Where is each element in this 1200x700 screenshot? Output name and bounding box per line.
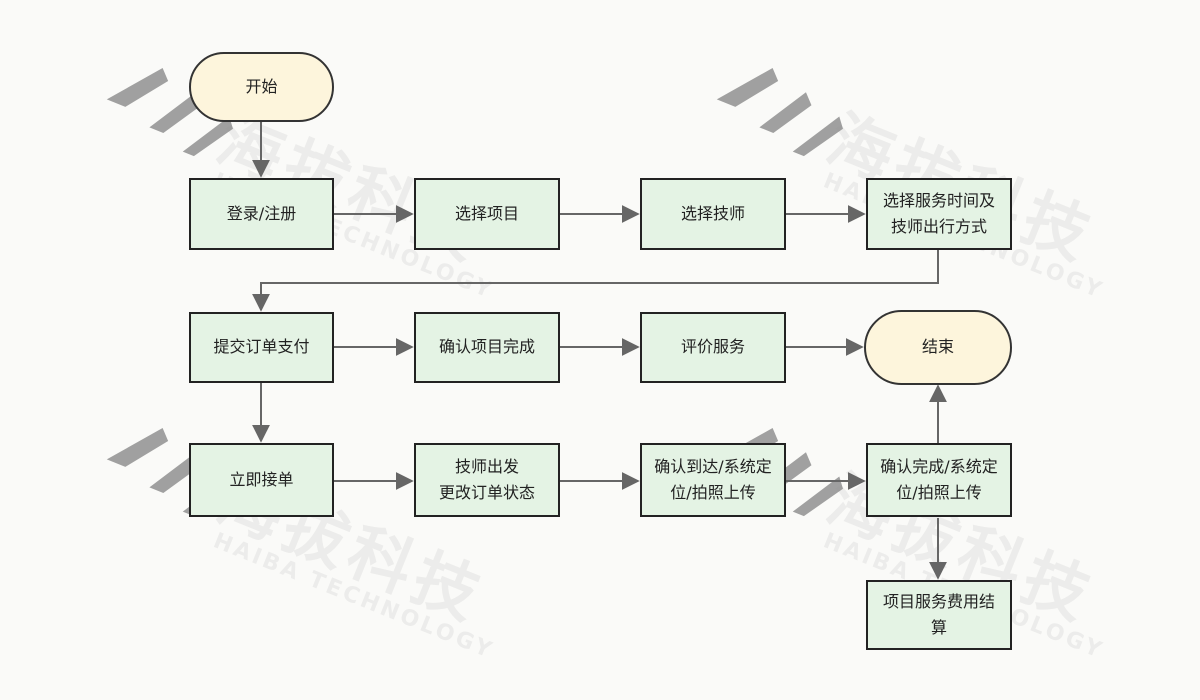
node-accept: 立即接单 bbox=[189, 443, 334, 517]
node-start-label: 开始 bbox=[245, 76, 278, 96]
edge-select-time-submit-pay bbox=[252, 250, 939, 312]
node-select-tech: 选择技师 bbox=[640, 178, 786, 250]
node-arrive: 确认到达/系统定 位/拍照上传 bbox=[640, 443, 786, 517]
node-depart-label: 技师出发 更改订单状态 bbox=[438, 456, 535, 502]
node-settle: 项目服务费用结 算 bbox=[866, 580, 1012, 650]
node-review: 评价服务 bbox=[640, 312, 786, 383]
node-complete: 确认完成/系统定 位/拍照上传 bbox=[866, 443, 1012, 517]
node-start: 开始 bbox=[189, 52, 334, 122]
node-select-time-label: 选择服务时间及 技师出行方式 bbox=[882, 190, 995, 236]
node-select-item-label: 选择项目 bbox=[454, 203, 519, 223]
node-end-label: 结束 bbox=[921, 337, 954, 357]
node-login: 登录/注册 bbox=[189, 178, 334, 250]
node-arrive-label: 确认到达/系统定 位/拍照上传 bbox=[654, 456, 772, 502]
node-confirm-done-label: 确认项目完成 bbox=[438, 337, 535, 357]
node-complete-label: 确认完成/系统定 位/拍照上传 bbox=[880, 456, 998, 502]
node-settle-label: 项目服务费用结 算 bbox=[882, 591, 995, 637]
node-end: 结束 bbox=[864, 310, 1012, 385]
node-select-item: 选择项目 bbox=[414, 178, 560, 250]
node-review-label: 评价服务 bbox=[680, 337, 745, 357]
node-login-label: 登录/注册 bbox=[226, 203, 297, 223]
node-select-tech-label: 选择技师 bbox=[680, 203, 745, 223]
node-submit-pay: 提交订单支付 bbox=[189, 312, 334, 383]
node-confirm-done: 确认项目完成 bbox=[414, 312, 560, 383]
node-accept-label: 立即接单 bbox=[229, 469, 294, 489]
node-select-time: 选择服务时间及 技师出行方式 bbox=[866, 178, 1012, 250]
node-submit-pay-label: 提交订单支付 bbox=[213, 337, 310, 357]
node-depart: 技师出发 更改订单状态 bbox=[414, 443, 560, 517]
